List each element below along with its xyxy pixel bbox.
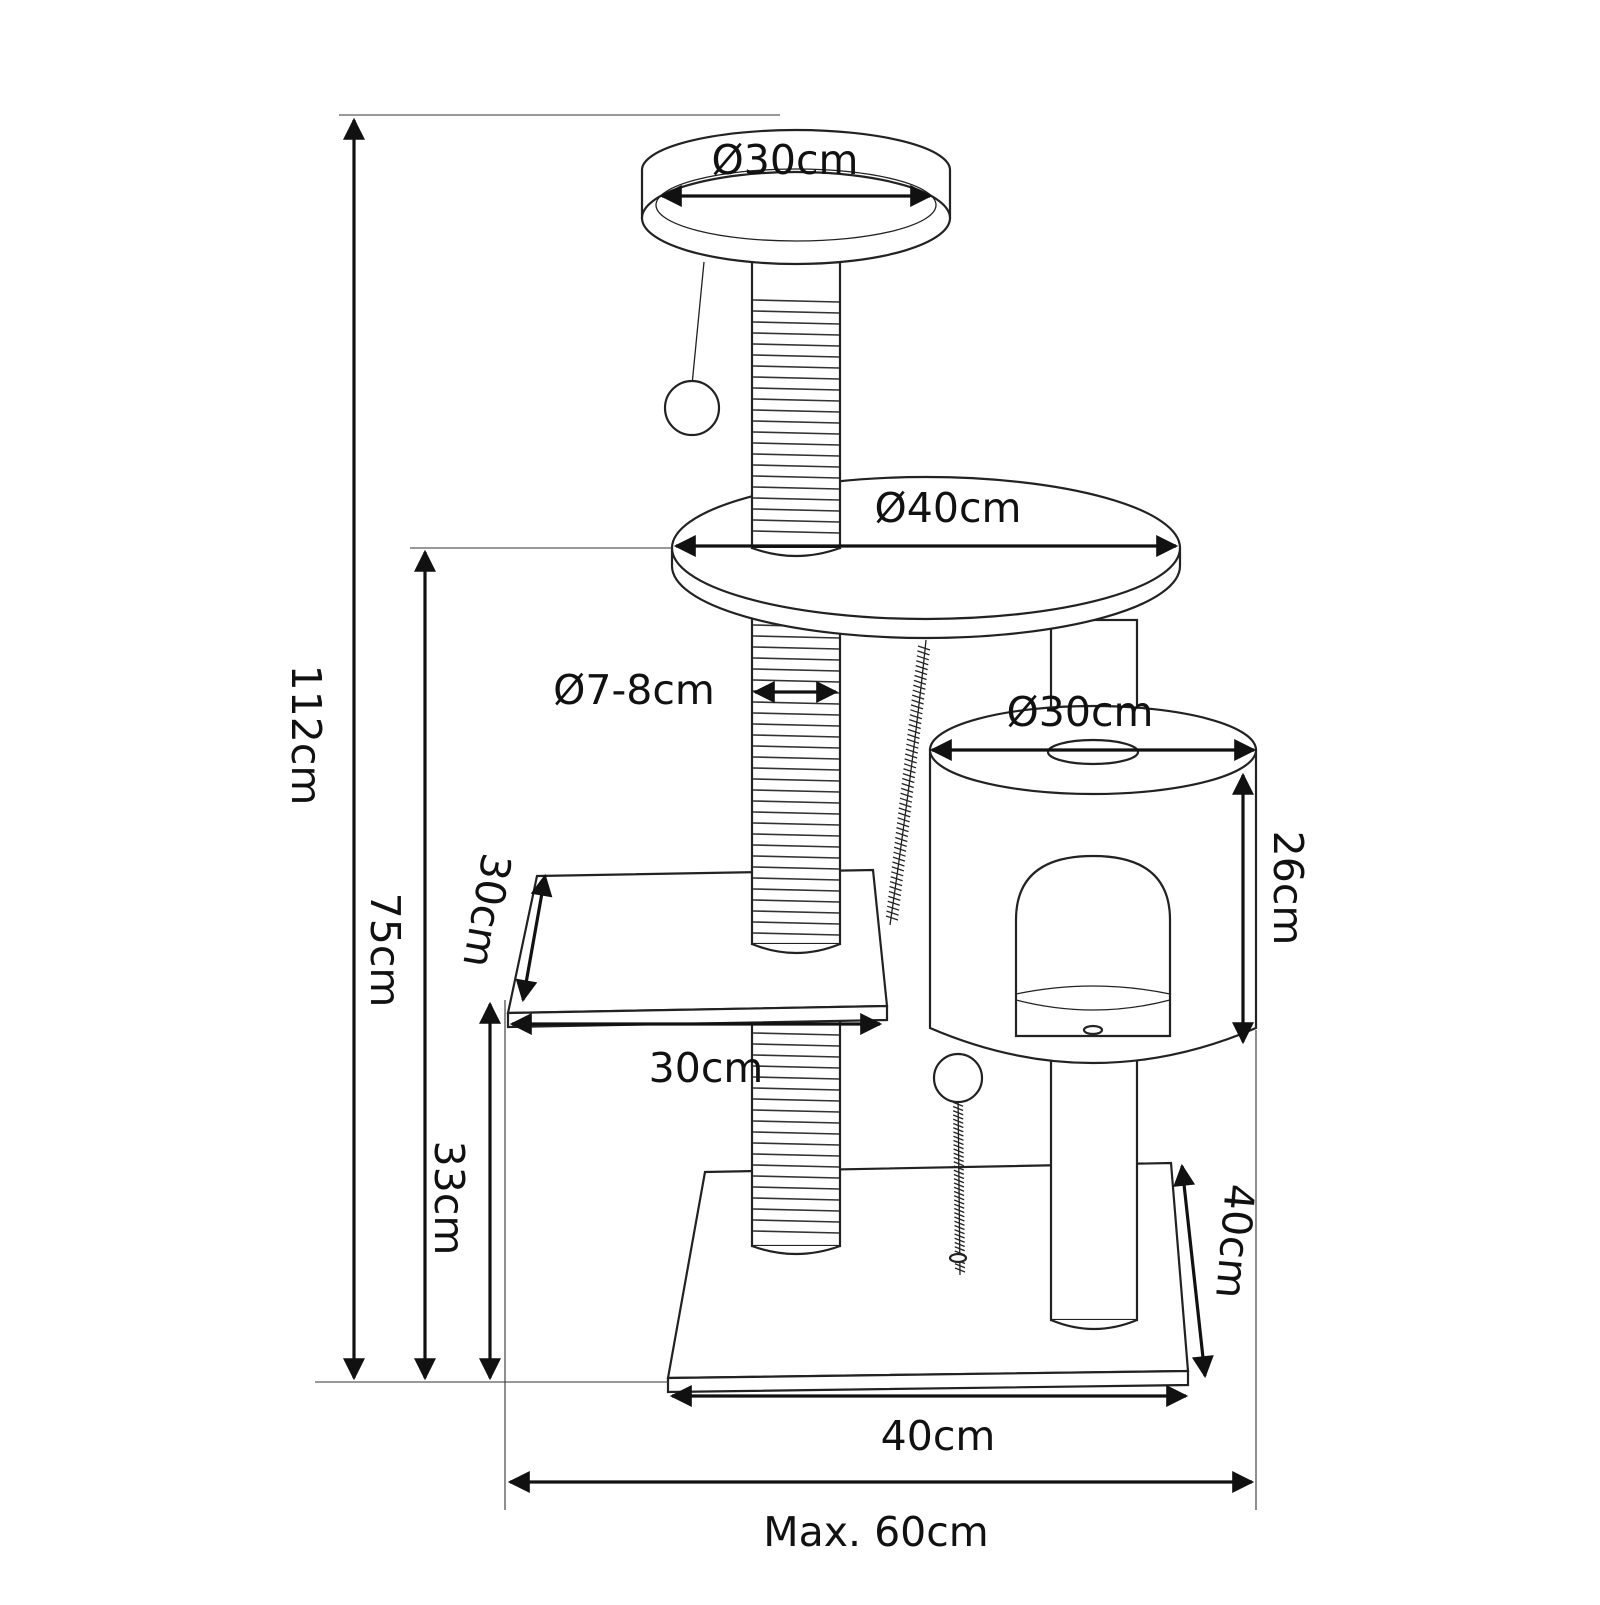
- main-post-middle: [750, 610, 842, 955]
- house-hole: [1082, 1024, 1104, 1036]
- extension-lines: [315, 114, 1257, 1510]
- max-width-label: Max. 60cm: [763, 1508, 988, 1556]
- house-diameter-label: Ø30cm: [1007, 688, 1154, 736]
- top-platform-diameter-label: Ø30cm: [712, 136, 859, 184]
- middle-platform-height-label: 75cm: [361, 893, 409, 1008]
- ball-toy-top: [663, 261, 721, 437]
- square-depth-arrow: [515, 873, 553, 1003]
- base-depth-label: 40cm: [1206, 1182, 1264, 1300]
- house-post-top: [1046, 738, 1140, 766]
- base-width-label: 40cm: [881, 1412, 996, 1460]
- main-post-upper: [750, 260, 842, 558]
- rope-coil: [885, 645, 931, 921]
- dimension-arrows: [343, 117, 1257, 1493]
- house-support-post: [1049, 1048, 1139, 1331]
- house-entrance: [1014, 854, 1172, 1038]
- square-platform-width-label: 30cm: [649, 1044, 764, 1092]
- sisal-rope-main: [752, 624, 840, 936]
- lower-left-post: [750, 1008, 842, 1256]
- total-height-label: 112cm: [282, 665, 330, 806]
- house-height-label: 26cm: [1264, 831, 1312, 946]
- hanging-rope: [885, 639, 931, 926]
- cat-house: [928, 704, 1258, 1065]
- square-platform-depth-label: 30cm: [453, 850, 520, 971]
- middle-platform-diameter-label: Ø40cm: [875, 484, 1022, 532]
- sisal-rope-upper: [752, 299, 840, 534]
- base-depth-arrow: [1173, 1163, 1214, 1379]
- spring-toy-base: [948, 1094, 968, 1276]
- square-platform-height-label: 33cm: [425, 1141, 473, 1256]
- ball-toy-house: [932, 1052, 984, 1104]
- post-diameter-label: Ø7-8cm: [553, 666, 715, 714]
